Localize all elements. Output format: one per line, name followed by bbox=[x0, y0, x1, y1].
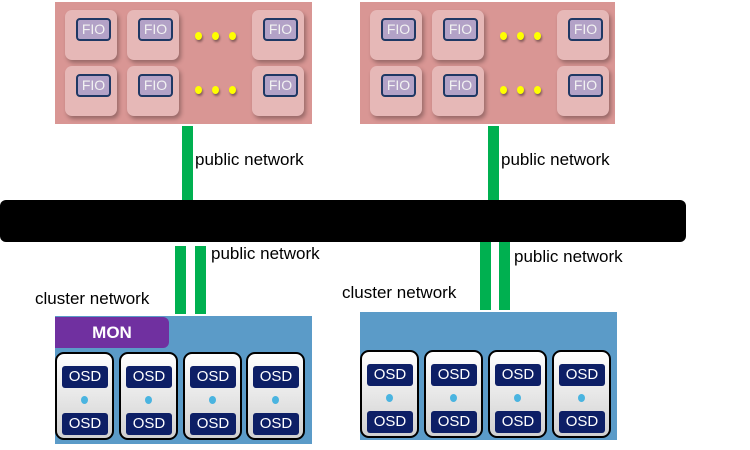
status-led-icon bbox=[386, 394, 393, 402]
fio-box: FIO bbox=[65, 10, 117, 60]
ellipsis-dots bbox=[195, 32, 236, 40]
fio-box: FIO bbox=[370, 10, 422, 60]
public-network-label: public network bbox=[211, 244, 320, 263]
dot-icon bbox=[195, 32, 202, 40]
cluster-network-label: cluster network bbox=[342, 283, 457, 302]
osd-label: OSD bbox=[367, 411, 413, 433]
fio-box: FIO bbox=[557, 66, 609, 116]
fio-box: FIO bbox=[127, 66, 179, 116]
osd-label: OSD bbox=[190, 413, 236, 435]
osd-label: OSD bbox=[559, 411, 605, 433]
status-led-icon bbox=[81, 396, 88, 404]
osd-label: OSD bbox=[126, 366, 172, 388]
fio-label: FIO bbox=[568, 74, 603, 97]
mon-daemon: MON bbox=[55, 317, 169, 348]
fio-label: FIO bbox=[381, 74, 416, 97]
osd-host: OSD OSD bbox=[246, 352, 305, 440]
fio-label: FIO bbox=[443, 18, 478, 41]
status-led-icon bbox=[450, 394, 457, 402]
public-link-storage-2 bbox=[499, 242, 510, 310]
fio-label: FIO bbox=[443, 74, 478, 97]
public-network-label: public network bbox=[514, 247, 623, 266]
fio-label: FIO bbox=[76, 74, 111, 97]
fio-box: FIO bbox=[370, 66, 422, 116]
public-link-storage-1 bbox=[195, 246, 206, 314]
ellipsis-dots bbox=[195, 86, 236, 94]
ellipsis-dots bbox=[500, 86, 541, 94]
fio-label: FIO bbox=[263, 74, 298, 97]
fio-label: FIO bbox=[263, 18, 298, 41]
cluster-link-storage-2 bbox=[480, 242, 491, 310]
osd-label: OSD bbox=[367, 364, 413, 386]
status-led-icon bbox=[145, 396, 152, 404]
osd-label: OSD bbox=[62, 413, 108, 435]
dot-icon bbox=[500, 86, 507, 94]
fio-label: FIO bbox=[381, 18, 416, 41]
dot-icon bbox=[517, 86, 524, 94]
osd-label: OSD bbox=[559, 364, 605, 386]
dot-icon bbox=[195, 86, 202, 94]
client-node-1: FIO FIO FIO FIO FIO FIO bbox=[55, 2, 312, 124]
osd-label: OSD bbox=[62, 366, 108, 388]
osd-label: OSD bbox=[495, 364, 541, 386]
osd-host: OSD OSD bbox=[360, 350, 419, 438]
dot-icon bbox=[229, 86, 236, 94]
fio-box: FIO bbox=[557, 10, 609, 60]
dot-icon bbox=[517, 32, 524, 40]
fio-label: FIO bbox=[138, 18, 173, 41]
fio-label: FIO bbox=[138, 74, 173, 97]
public-link-client-1 bbox=[182, 126, 193, 201]
osd-host: OSD OSD bbox=[488, 350, 547, 438]
status-led-icon bbox=[514, 394, 521, 402]
cluster-link-storage-1 bbox=[175, 246, 186, 314]
fio-label: FIO bbox=[76, 18, 111, 41]
public-network-label: public network bbox=[195, 150, 304, 169]
status-led-icon bbox=[209, 396, 216, 404]
status-led-icon bbox=[272, 396, 279, 404]
cluster-network-label: cluster network bbox=[35, 289, 150, 308]
osd-label: OSD bbox=[431, 364, 477, 386]
osd-label: OSD bbox=[495, 411, 541, 433]
osd-label: OSD bbox=[190, 366, 236, 388]
dot-icon bbox=[534, 32, 541, 40]
osd-host: OSD OSD bbox=[424, 350, 483, 438]
client-node-2: FIO FIO FIO FIO FIO FIO bbox=[360, 2, 615, 124]
fio-label: FIO bbox=[568, 18, 603, 41]
dot-icon bbox=[212, 32, 219, 40]
fio-box: FIO bbox=[65, 66, 117, 116]
osd-label: OSD bbox=[253, 413, 299, 435]
dot-icon bbox=[500, 32, 507, 40]
network-switch-bus bbox=[0, 200, 686, 242]
osd-host: OSD OSD bbox=[552, 350, 611, 438]
fio-box: FIO bbox=[127, 10, 179, 60]
dot-icon bbox=[229, 32, 236, 40]
osd-host: OSD OSD bbox=[55, 352, 114, 440]
fio-box: FIO bbox=[252, 66, 304, 116]
ellipsis-dots bbox=[500, 32, 541, 40]
fio-box: FIO bbox=[432, 10, 484, 60]
osd-label: OSD bbox=[431, 411, 477, 433]
dot-icon bbox=[212, 86, 219, 94]
public-network-label: public network bbox=[501, 150, 610, 169]
fio-box: FIO bbox=[432, 66, 484, 116]
status-led-icon bbox=[578, 394, 585, 402]
osd-host: OSD OSD bbox=[119, 352, 178, 440]
osd-label: OSD bbox=[253, 366, 299, 388]
osd-label: OSD bbox=[126, 413, 172, 435]
public-link-client-2 bbox=[488, 126, 499, 201]
dot-icon bbox=[534, 86, 541, 94]
osd-host: OSD OSD bbox=[183, 352, 242, 440]
fio-box: FIO bbox=[252, 10, 304, 60]
